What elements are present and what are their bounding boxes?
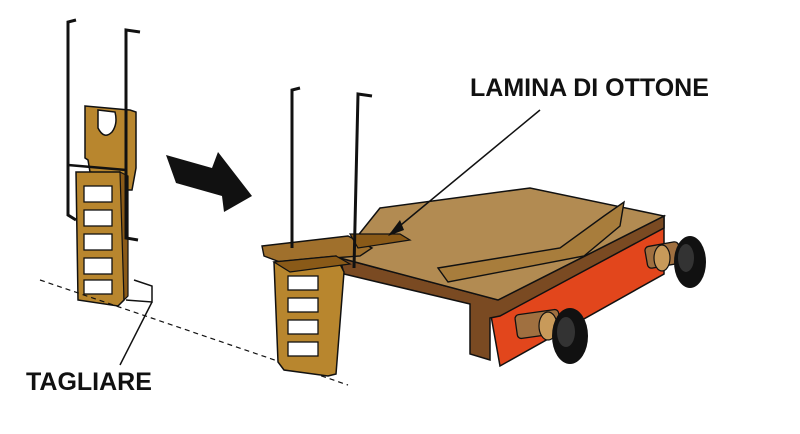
- lamina-di-ottone-label: LAMINA DI OTTONE: [470, 74, 709, 102]
- wagon-wire-right: [352, 92, 373, 269]
- wagon-coupler-windows: [287, 275, 319, 357]
- coupler-window: [83, 185, 113, 203]
- right-down-arrow-icon: [166, 152, 252, 212]
- wagon-deck-top: [338, 187, 667, 301]
- coupler-window: [287, 275, 319, 291]
- brass-plate: [261, 235, 374, 263]
- coupler-window: [287, 341, 319, 357]
- coupler-part-before: [66, 18, 153, 307]
- coupler-window: [83, 233, 113, 251]
- coupler-window: [287, 297, 319, 313]
- wheel-rear-tire-hi: [678, 244, 694, 272]
- tagliare-label: TAGLIARE: [26, 368, 152, 396]
- coupler-slot: [97, 109, 117, 136]
- coupler-wire-right: [124, 28, 141, 242]
- wagon-coupler-top: [272, 255, 352, 273]
- coupler-wire-left: [66, 18, 77, 222]
- wheel-front-tire-hi: [557, 317, 575, 347]
- coupler-window: [83, 257, 113, 275]
- wagon-ridge: [436, 200, 625, 283]
- wagon-wire-left: [290, 86, 301, 248]
- lamina-pointer: [389, 109, 541, 235]
- wagon-assembly: [261, 86, 706, 377]
- wagon-coupler-shank: [273, 255, 345, 377]
- wheel-front: [514, 308, 588, 364]
- lamina-pointer-head: [388, 220, 404, 236]
- coupler-windows: [83, 185, 113, 295]
- coupler-window: [83, 209, 113, 227]
- coupler-window: [83, 279, 113, 295]
- coupler-window: [287, 319, 319, 335]
- wheel-rear: [644, 236, 706, 288]
- tagliare-pointer: [119, 301, 153, 366]
- wheel-rear-hub: [653, 244, 671, 272]
- cut-bracket: [125, 279, 153, 303]
- coupler-wire-cross: [67, 163, 127, 172]
